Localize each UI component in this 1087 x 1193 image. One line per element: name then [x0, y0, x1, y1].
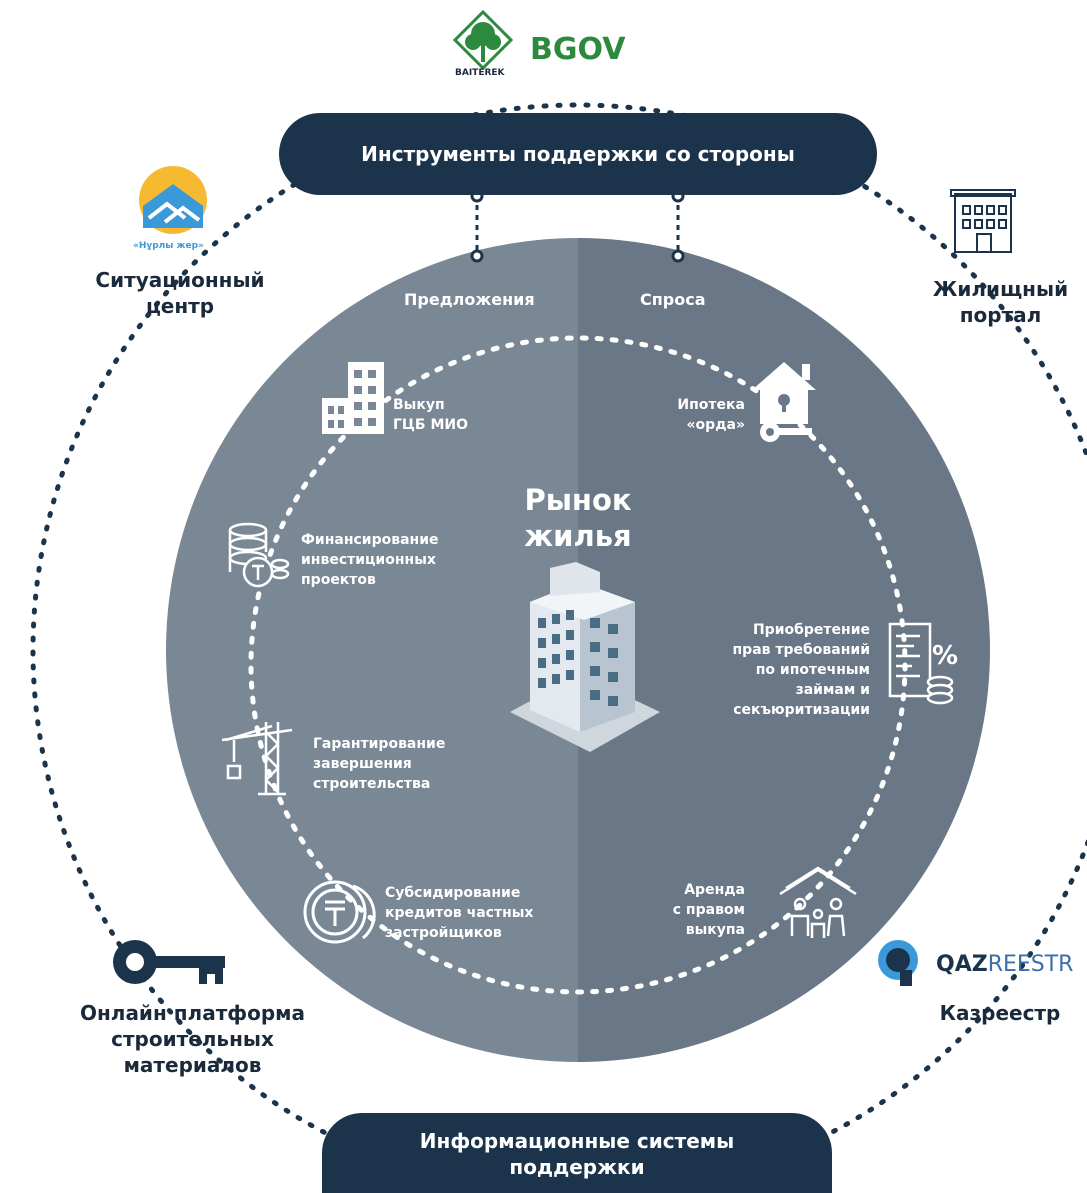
family-house-icon: [779, 866, 857, 938]
housing-portal-label: Жилищный портал: [918, 276, 1083, 328]
housing-market-title: Рынок жилья: [500, 482, 656, 554]
outer-label-line: центр: [145, 294, 215, 318]
outer-label-line: материалов: [123, 1053, 262, 1077]
supply-item-text: ГЦБ МИО: [393, 417, 469, 433]
demand-item-text: Приобретение: [752, 622, 870, 638]
outer-dotted-ring: [30, 102, 1087, 1193]
outer-label-line: строительных: [111, 1027, 274, 1051]
bgov-logo-text: BGOV: [530, 32, 626, 67]
support-tools-header: Инструменты поддержки со стороны: [279, 113, 877, 195]
housing-market-line2: жилья: [524, 519, 632, 553]
demand-item-text: секъюритизации: [733, 702, 870, 718]
supply-item-guarantee: Гарантирование завершения строительства: [313, 734, 445, 794]
tenge-coin-icon: [303, 880, 376, 944]
supply-item-text: Финансирование: [301, 532, 439, 548]
baiterek-logo: [452, 9, 514, 71]
demand-item-claims: Приобретение прав требований по ипотечны…: [700, 620, 871, 720]
demand-item-text: с правом: [672, 902, 745, 918]
online-platform-label: Онлайн платформа строительных материалов: [60, 1000, 325, 1078]
supply-item-text: кредитов частных: [385, 905, 534, 921]
supply-item-subsidy: Субсидирование кредитов частных застройщ…: [385, 883, 533, 943]
support-tools-title: Инструменты поддержки со стороны: [361, 142, 795, 166]
demand-item-text: «орда»: [686, 417, 745, 433]
supply-item-text: Субсидирование: [385, 885, 521, 901]
nurly-zher-logo: [139, 166, 207, 234]
demand-column-heading: Спроса: [640, 290, 706, 309]
supply-column-heading: Предложения: [404, 290, 535, 309]
qazreestr-bold: QAZ: [936, 952, 988, 977]
info-systems-line2: поддержки: [509, 1155, 645, 1179]
housing-market-line1: Рынок: [524, 483, 632, 517]
qazreestr-logo-text: QAZREESTR: [936, 952, 1073, 977]
demand-item-mortgage: Ипотека «орда»: [645, 395, 745, 435]
coins-icon: [228, 522, 290, 588]
office-building-icon: [950, 189, 1016, 253]
outer-label-line: Ситуационный: [95, 268, 265, 292]
supply-item-buyback: Выкуп ГЦБ МИО: [393, 395, 468, 435]
demand-item-text: Ипотека: [677, 397, 745, 413]
outer-label-line: Онлайн платформа: [79, 1001, 306, 1025]
demand-item-text: займам и: [795, 682, 870, 698]
demand-item-rent: Аренда с правом выкупа: [640, 880, 745, 940]
supply-item-text: завершения: [313, 756, 412, 772]
qazreestr-light: REESTR: [987, 952, 1074, 977]
demand-item-text: Аренда: [684, 882, 745, 898]
outer-label-line: портал: [959, 303, 1042, 327]
central-building-icon: [510, 562, 660, 752]
supply-item-text: проектов: [301, 572, 376, 588]
qazreestr-logo: [878, 940, 918, 986]
outer-label-line: Жилищный: [932, 277, 1069, 301]
supply-item-text: инвестиционных: [301, 552, 436, 568]
supply-item-text: строительства: [313, 776, 431, 792]
info-systems-line1: Информационные системы: [419, 1129, 735, 1153]
demand-item-text: выкупа: [685, 922, 745, 938]
document-percent-icon: %: [888, 622, 958, 705]
crane-icon: [221, 722, 293, 796]
house-key-icon: [752, 362, 816, 442]
situation-center-label: Ситуационный центр: [78, 267, 282, 319]
svg-text:%: %: [932, 641, 958, 671]
building-icon: [322, 362, 384, 434]
demand-item-text: по ипотечным: [755, 662, 870, 678]
kazreestr-label: Казреестр: [939, 1001, 1061, 1025]
supply-item-text: Выкуп: [393, 397, 445, 413]
demand-item-text: прав требований: [732, 642, 871, 658]
key-house-icon: [113, 940, 225, 984]
info-systems-footer: Информационные системы поддержки: [322, 1113, 832, 1193]
nurly-zher-caption: «Нұрлы жер»: [133, 241, 204, 251]
supply-item-text: Гарантирование: [313, 736, 446, 752]
supply-item-financing: Финансирование инвестиционных проектов: [301, 530, 439, 590]
supply-item-text: застройщиков: [385, 925, 502, 941]
baiterek-caption: BAITEREK: [455, 68, 505, 78]
